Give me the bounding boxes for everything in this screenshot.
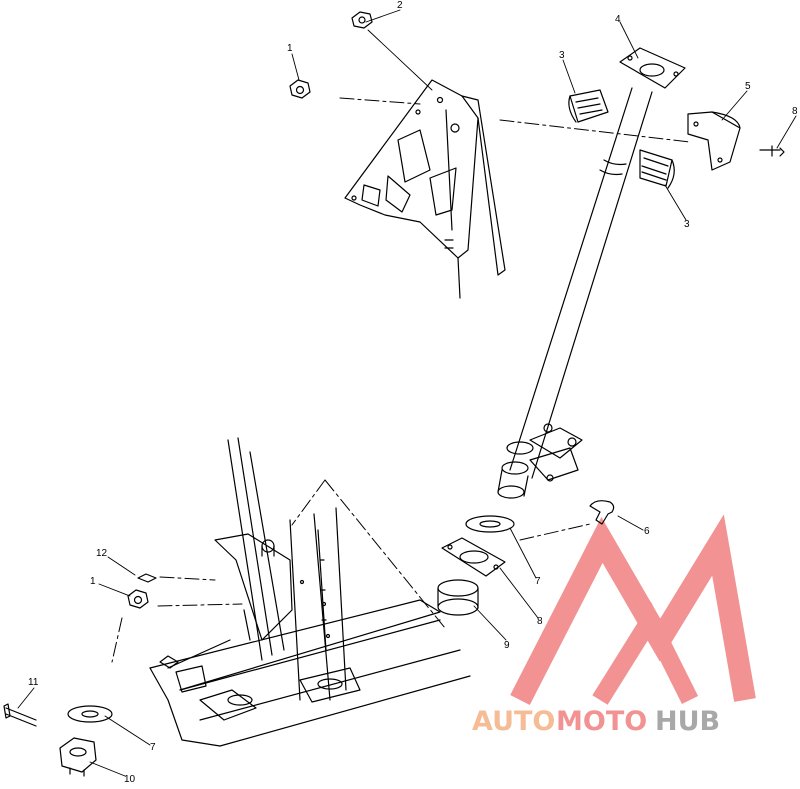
callout-8-lower: 8 (537, 616, 543, 627)
callout-5: 5 (745, 81, 751, 92)
callout-1-upper: 1 (287, 43, 293, 54)
part-8-bolt-upper (759, 145, 785, 157)
part-10-nut (59, 737, 97, 777)
callout-4: 4 (615, 14, 621, 25)
watermark-triangle-mark (510, 514, 756, 706)
part-3-bushing-lower (639, 149, 675, 189)
callout-11: 11 (28, 677, 39, 688)
part-6-bolt (589, 500, 615, 525)
watermark-logo: AUTO MOTO HUB (472, 514, 756, 737)
callout-12: 12 (96, 548, 108, 559)
callout-6: 6 (644, 526, 650, 537)
watermark-text-hub: HUB (655, 706, 720, 737)
callout-1-lower: 1 (90, 576, 96, 587)
part-1-nut-lower (127, 589, 149, 609)
callout-pointers (17, 9, 797, 777)
part-12-clip (137, 573, 157, 583)
leader-lines (111, 97, 691, 663)
part-1-nut-upper (289, 79, 311, 99)
callout-7-lower: 7 (150, 742, 156, 753)
callout-10: 10 (124, 774, 136, 784)
part-7-washer-lower (67, 705, 113, 723)
part-8-flange (441, 537, 506, 577)
watermark-text-auto: AUTO (472, 706, 555, 737)
watermark-text-moto: MOTO (556, 706, 647, 737)
part-9-bushing (437, 579, 479, 616)
callout-3-upper: 3 (559, 50, 565, 61)
part-11-bolt (3, 703, 37, 727)
part-4-steering-post (497, 47, 686, 499)
callout-9: 9 (504, 640, 510, 651)
callout-8-upper: 8 (792, 106, 798, 117)
lower-frame (149, 437, 471, 747)
part-5-clamp (687, 111, 741, 171)
part-2-nut (351, 11, 373, 29)
upper-frame-bracket (344, 79, 506, 299)
callout-3-lower: 3 (684, 219, 690, 230)
callout-7-upper: 7 (535, 576, 541, 587)
part-7-washer-upper (465, 515, 515, 533)
callout-2: 2 (397, 0, 403, 11)
part-3-bushing-upper (568, 89, 609, 123)
callout-labels: 1 2 3 3 4 5 8 6 7 8 9 12 1 11 7 10 (28, 0, 798, 785)
